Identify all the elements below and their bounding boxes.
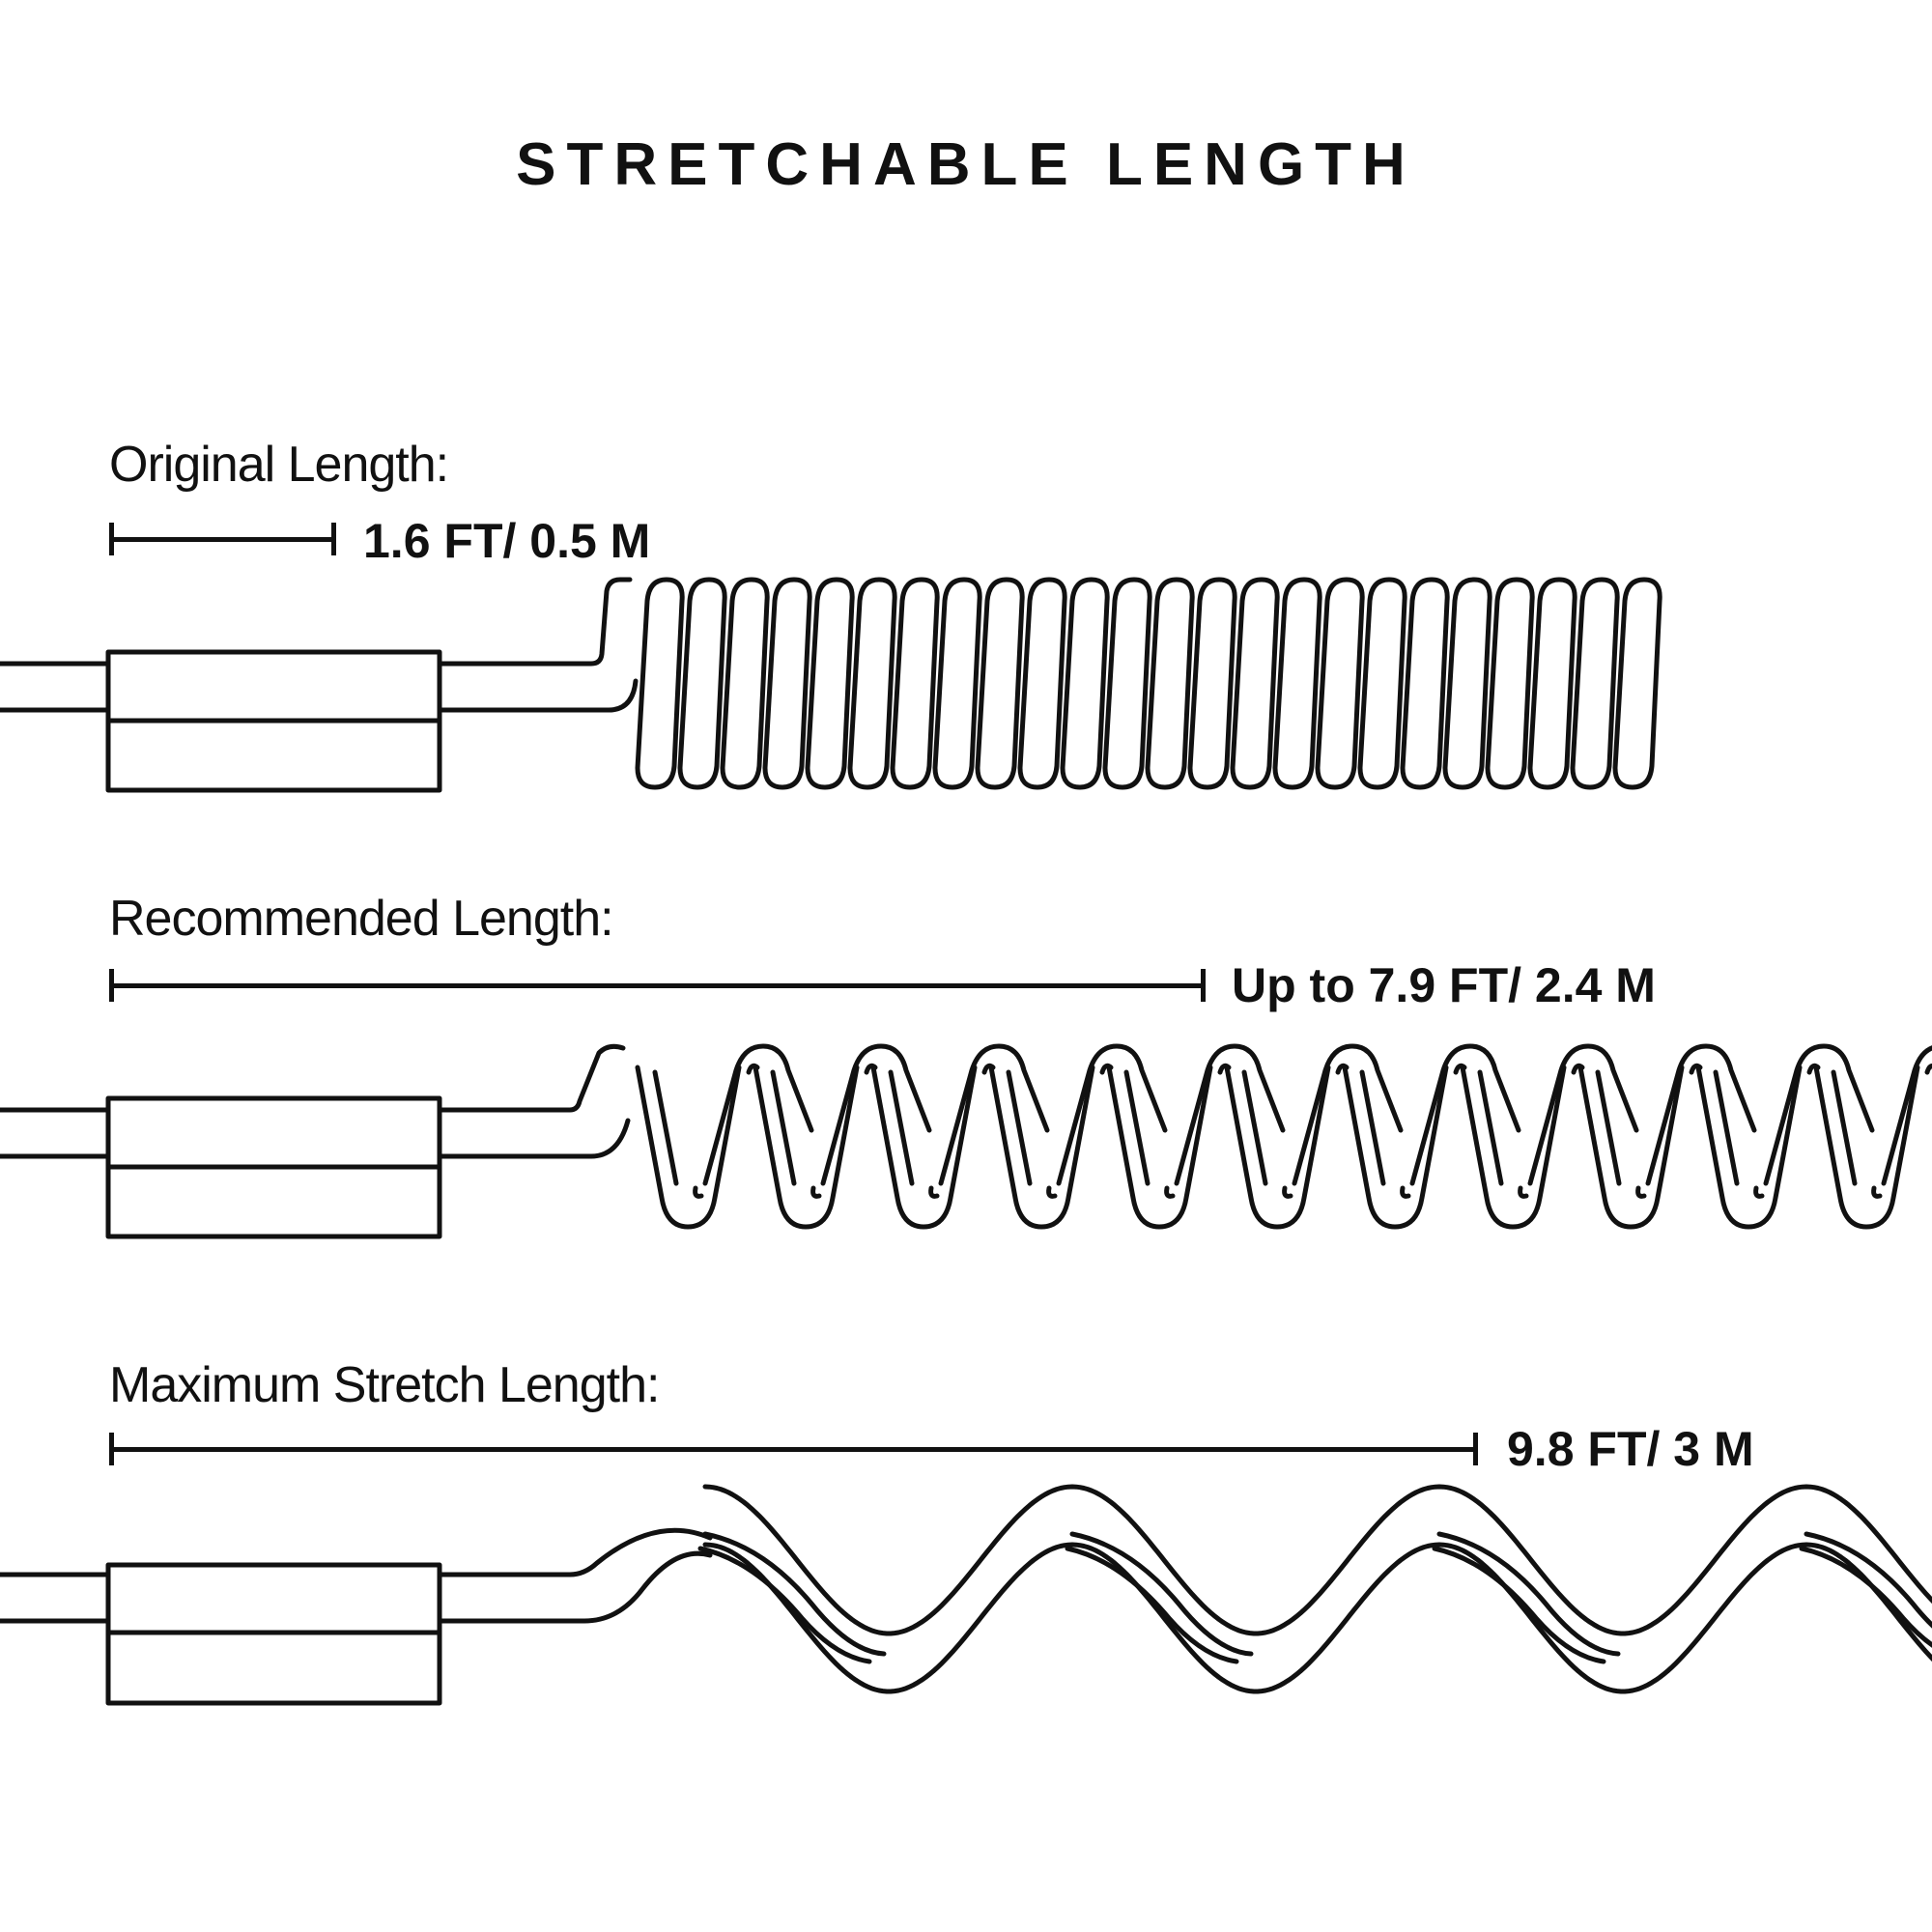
- coil-loop: [1477, 1069, 1504, 1186]
- coil-loop: [1282, 1185, 1293, 1199]
- wave-crossing: [1799, 1546, 1932, 1648]
- coil-loop: [1357, 577, 1407, 790]
- coil-loop: [1060, 577, 1110, 790]
- coil-loop: [1145, 577, 1195, 790]
- coil-loop: [1695, 1065, 1803, 1230]
- coil-loop: [1635, 1185, 1647, 1199]
- coil-loop: [1123, 1069, 1151, 1186]
- coil-loop: [1006, 1069, 1033, 1186]
- wave-crossing: [697, 1546, 872, 1664]
- page-title: STRETCHABLE LENGTH: [516, 131, 1416, 198]
- coil-loop: [1056, 1043, 1168, 1186]
- coil-loop: [1881, 1045, 1932, 1186]
- coil-loop: [720, 577, 770, 790]
- coil-loop: [1612, 577, 1662, 790]
- coil-loop: [938, 1043, 1050, 1186]
- dimension-tick-end: [331, 523, 336, 555]
- coil-loop: [1831, 1069, 1858, 1186]
- coil-loops: [635, 1043, 1932, 1230]
- wave-crossing: [1065, 1546, 1239, 1664]
- coil-loop: [1241, 1069, 1268, 1186]
- dimension-tick-end: [1201, 969, 1206, 1002]
- cable-fully-stretched: [0, 1484, 1932, 1706]
- coil-loop: [888, 1069, 915, 1186]
- coil-loop: [1400, 1185, 1411, 1199]
- coil-loop: [1187, 577, 1237, 790]
- wave-crossing: [1804, 1531, 1932, 1629]
- coil-loop: [1518, 1185, 1529, 1199]
- coil-loop: [1485, 577, 1535, 790]
- coil-loop: [635, 577, 685, 790]
- wave-crossing: [702, 1531, 887, 1657]
- measure-recommended: Up to 7.9 FT/ 2.4 M: [1232, 958, 1656, 1012]
- coil-loop: [635, 1065, 742, 1230]
- coil-loop: [1230, 577, 1280, 790]
- cable-partially-stretched: [0, 1043, 1932, 1239]
- coil-loop: [753, 1065, 860, 1230]
- coil-loop: [847, 577, 897, 790]
- coil-loop: [975, 577, 1025, 790]
- coil-loops: [635, 577, 1662, 790]
- coil-loop: [1164, 1185, 1176, 1199]
- wave-crossing: [1069, 1531, 1254, 1657]
- coil-loop: [1460, 1065, 1567, 1230]
- coil-loop: [1272, 577, 1322, 790]
- coil-loop: [1871, 1185, 1883, 1199]
- coil-loop: [1645, 1043, 1757, 1186]
- measure-original: 1.6 FT/ 0.5 M: [363, 514, 651, 568]
- section-label-recommended: Recommended Length:: [109, 891, 614, 947]
- wave-crossing: [1432, 1546, 1606, 1664]
- coil-wave: [697, 1484, 1932, 1694]
- coil-loop: [1595, 1069, 1622, 1186]
- coil-loop: [1527, 577, 1577, 790]
- coil-loop: [1924, 1063, 1932, 1075]
- coil-loop: [1046, 1185, 1058, 1199]
- coil-loop: [1527, 1043, 1639, 1186]
- coil-loop: [1442, 577, 1492, 790]
- coil-loop: [1106, 1065, 1213, 1230]
- coil-loop: [1292, 1043, 1404, 1186]
- coil-loop: [820, 1043, 932, 1186]
- coil-loop: [805, 577, 855, 790]
- dimension-bar-recommended: [111, 983, 1203, 988]
- section-label-maximum: Maximum Stretch Length:: [109, 1357, 660, 1413]
- coil-loop: [870, 1065, 978, 1230]
- coil-loop: [890, 577, 940, 790]
- dimension-bar-maximum: [111, 1447, 1478, 1452]
- coil-loop: [928, 1185, 940, 1199]
- coil-loop: [1102, 577, 1152, 790]
- measure-maximum: 9.8 FT/ 3 M: [1507, 1422, 1754, 1476]
- coil-loop: [1763, 1043, 1875, 1186]
- coil-loop: [652, 1069, 679, 1186]
- section-label-original: Original Length:: [109, 437, 449, 493]
- coil-loop: [1174, 1043, 1286, 1186]
- coil-loop: [1400, 577, 1450, 790]
- coil-loop: [810, 1185, 822, 1199]
- coil-loop: [932, 577, 982, 790]
- coil-loop: [693, 1185, 704, 1199]
- coil-loop: [770, 1069, 797, 1186]
- wave-edge-bottom: [702, 1542, 1932, 1694]
- wave-edge-top: [702, 1484, 1932, 1636]
- cable-compressed: [0, 577, 1662, 793]
- coil-loop: [1224, 1065, 1331, 1230]
- coil-loop: [677, 577, 727, 790]
- dimension-bar-original: [111, 537, 333, 542]
- coil-loop: [1017, 577, 1067, 790]
- coil-loop: [762, 577, 812, 790]
- coil-loop: [1813, 1065, 1920, 1230]
- coil-loop: [1570, 577, 1620, 790]
- coil-loop: [1409, 1043, 1521, 1186]
- coil-loop: [1713, 1069, 1740, 1186]
- coil-loop: [1577, 1065, 1685, 1230]
- coil-loop: [1753, 1185, 1765, 1199]
- dimension-tick-end: [1473, 1433, 1478, 1465]
- coil-loop: [702, 1043, 814, 1186]
- coil-loop: [988, 1065, 1095, 1230]
- coil-loop: [1315, 577, 1365, 790]
- coil-loop: [1342, 1065, 1449, 1230]
- coil-loop: [1359, 1069, 1386, 1186]
- wave-crossing: [1436, 1531, 1621, 1657]
